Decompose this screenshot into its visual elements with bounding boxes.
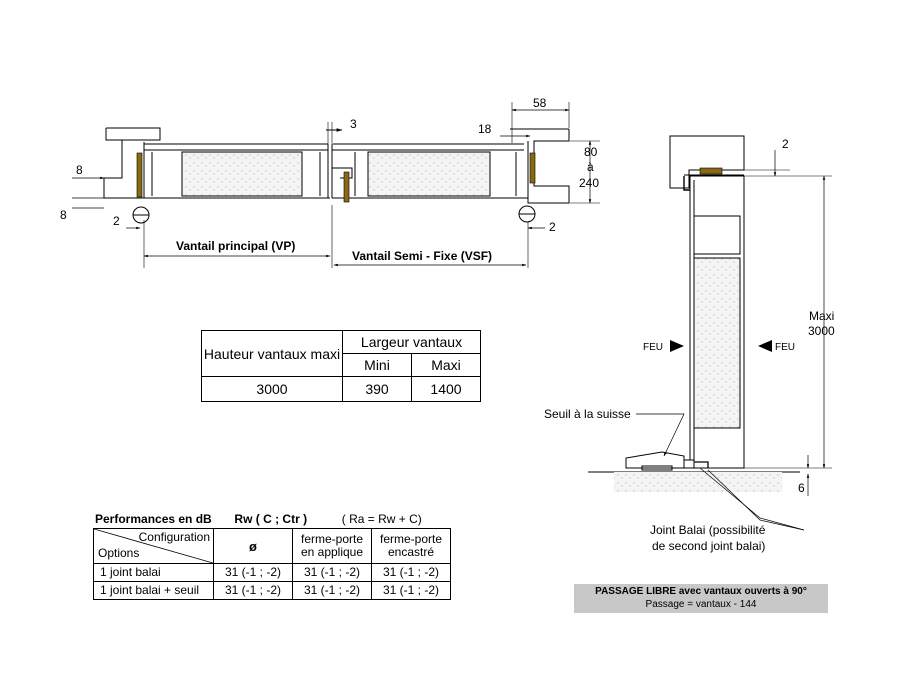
plan-view bbox=[72, 102, 600, 268]
perf-header-corner: Configuration Options bbox=[93, 528, 214, 564]
label-seuil: Seuil à la suisse bbox=[544, 407, 631, 421]
label-joint-2: de second joint balai) bbox=[652, 539, 765, 553]
passage-title: PASSAGE LIBRE avec vantaux ouverts à 90° bbox=[595, 586, 807, 597]
dim-8-bottom: 8 bbox=[60, 208, 67, 222]
value-hauteur: 3000 bbox=[201, 376, 343, 402]
perf-col-encastre: ferme-porte encastré bbox=[371, 528, 451, 564]
value-mini: 390 bbox=[342, 376, 412, 402]
header-mini: Mini bbox=[342, 353, 412, 377]
hinge-center bbox=[343, 171, 350, 203]
dim-58: 58 bbox=[533, 96, 547, 110]
perf-row-label: 1 joint balai bbox=[93, 563, 214, 582]
perf-title: Performances en dB bbox=[95, 512, 212, 526]
dim-section-bottom: 6 bbox=[798, 481, 805, 495]
label-3000: 3000 bbox=[808, 324, 835, 338]
dim-80: 80 bbox=[584, 145, 598, 159]
broom-joint bbox=[683, 459, 695, 469]
perf-header-options: Options bbox=[98, 546, 140, 560]
header-maxi: Maxi bbox=[411, 353, 481, 377]
dim-2-right: 2 bbox=[549, 220, 556, 234]
header-largeur: Largeur vantaux bbox=[342, 330, 481, 354]
perf-cell: 31 (-1 ; -2) bbox=[371, 581, 451, 600]
section-leaf bbox=[689, 175, 745, 469]
diagonal-line bbox=[94, 529, 213, 563]
dim-section-top: 2 bbox=[782, 137, 789, 151]
perf-rw: Rw ( C ; Ctr ) bbox=[234, 512, 308, 526]
dim-18: 18 bbox=[478, 122, 492, 136]
passage-formula: Passage = vantaux - 144 bbox=[645, 599, 757, 610]
header-hauteur: Hauteur vantaux maxi bbox=[201, 330, 343, 377]
dim-2-left: 2 bbox=[113, 214, 120, 228]
section-view bbox=[588, 135, 832, 531]
floor-ground bbox=[614, 472, 782, 492]
vp-core bbox=[181, 151, 303, 197]
passage-libre-box: PASSAGE LIBRE avec vantaux ouverts à 90°… bbox=[574, 584, 828, 613]
label-feu-left: FEU bbox=[643, 342, 663, 353]
fire-arrow-left bbox=[670, 340, 684, 352]
perf-row-label: 1 joint balai + seuil bbox=[93, 581, 214, 600]
vsf-core bbox=[367, 151, 491, 197]
perf-cell: 31 (-1 ; -2) bbox=[213, 563, 293, 582]
perf-col-none: ø bbox=[213, 528, 293, 564]
label-vantail-semi-fixe: Vantail Semi - Fixe (VSF) bbox=[352, 249, 492, 263]
perf-cell: 31 (-1 ; -2) bbox=[371, 563, 451, 582]
dim-240: 240 bbox=[579, 176, 599, 190]
dim-8-top: 8 bbox=[76, 163, 83, 177]
dim-gap-center: 3 bbox=[350, 117, 357, 131]
perf-header-config: Configuration bbox=[138, 530, 210, 544]
left-frame bbox=[103, 127, 161, 199]
hinge-right bbox=[529, 152, 536, 184]
perf-col-applique: ferme-porte en applique bbox=[292, 528, 372, 564]
dim-a: à bbox=[587, 160, 594, 174]
label-vantail-principal: Vantail principal (VP) bbox=[176, 239, 295, 253]
perf-cell: 31 (-1 ; -2) bbox=[213, 581, 293, 600]
performance-heading: Performances en dB Rw ( C ; Ctr ) ( Ra =… bbox=[95, 512, 422, 526]
hinge-left bbox=[136, 152, 143, 198]
right-frame bbox=[527, 129, 570, 204]
fire-arrow-right bbox=[758, 340, 772, 352]
label-maxi: Maxi bbox=[809, 309, 834, 323]
perf-cell: 31 (-1 ; -2) bbox=[292, 563, 372, 582]
label-feu-right: FEU bbox=[775, 342, 795, 353]
performance-table: Configuration Options ø ferme-porte en a… bbox=[93, 528, 451, 600]
perf-ra: ( Ra = Rw + C) bbox=[341, 512, 422, 526]
perf-cell: 31 (-1 ; -2) bbox=[292, 581, 372, 600]
dimensions-table: Hauteur vantaux maxi Largeur vantaux Min… bbox=[201, 330, 481, 402]
head-seal bbox=[699, 167, 723, 175]
sill bbox=[625, 451, 685, 469]
label-joint-1: Joint Balai (possibilité bbox=[650, 523, 766, 537]
value-maxi: 1400 bbox=[411, 376, 481, 402]
